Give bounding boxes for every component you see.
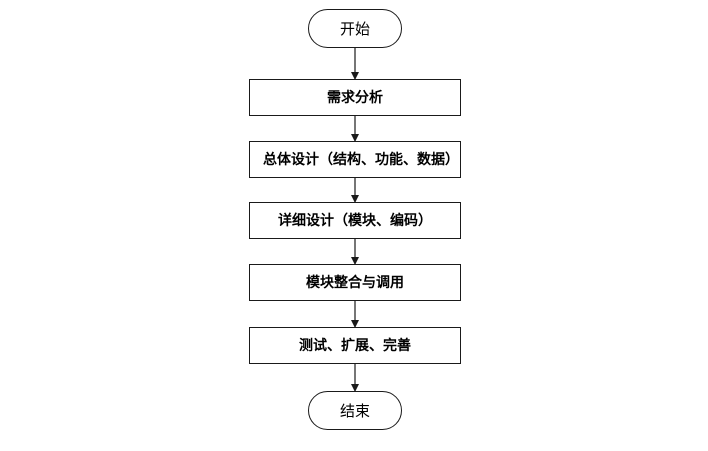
step-testing: 测试、扩展、完善 — [249, 327, 461, 364]
step-label: 详细设计（模块、编码） — [278, 212, 432, 229]
step-label: 模块整合与调用 — [306, 274, 404, 291]
start-terminal: 开始 — [308, 9, 402, 48]
step-label: 需求分析 — [327, 89, 383, 106]
step-label: 总体设计（结构、功能、数据） — [263, 151, 459, 168]
end-label: 结束 — [339, 401, 370, 420]
step-requirements-analysis: 需求分析 — [249, 79, 461, 116]
start-label: 开始 — [339, 19, 370, 38]
step-detailed-design: 详细设计（模块、编码） — [249, 202, 461, 239]
step-module-integration: 模块整合与调用 — [249, 264, 461, 301]
step-label: 测试、扩展、完善 — [299, 337, 411, 354]
end-terminal: 结束 — [308, 391, 402, 430]
step-overall-design: 总体设计（结构、功能、数据） — [249, 141, 461, 178]
